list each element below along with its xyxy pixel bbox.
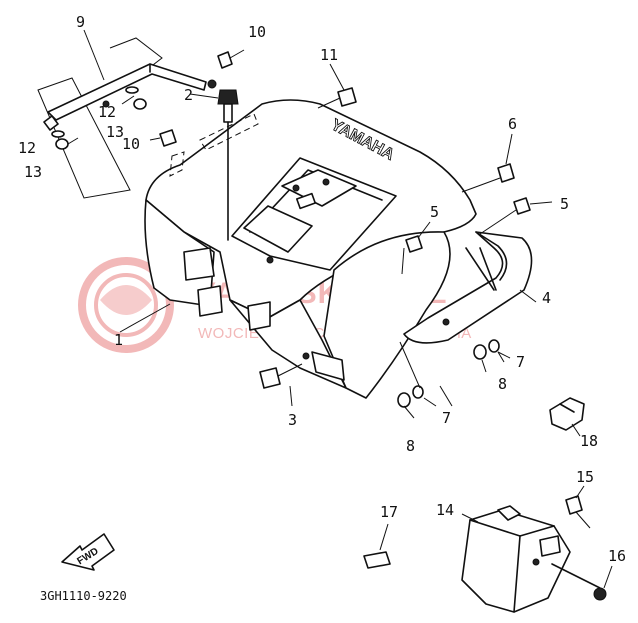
callout-1: 1 [114,331,123,349]
callout-14: 14 [436,501,454,519]
callout-10-upper: 10 [248,23,266,41]
callout-8-right: 8 [498,375,507,393]
callouts: 9 10 11 2 12 13 10 12 13 6 5 5 4 1 7 8 3… [18,13,626,565]
callout-13-lower: 13 [24,163,42,181]
part-15-bolt [565,485,591,529]
part-10-screw-lower [149,129,177,147]
part-9-carrier-brackets [37,37,217,199]
callout-10-lower: 10 [122,135,140,153]
callout-17: 17 [380,503,398,521]
callout-5-right: 5 [560,195,569,213]
callout-3: 3 [288,411,297,429]
callout-6: 6 [508,115,517,133]
part-12-13-hardware-lower [51,130,69,150]
part-5-bolt-right [479,197,553,235]
part-6-bolt [461,133,515,193]
callout-5-center: 5 [430,203,439,221]
callout-2: 2 [184,86,193,104]
callout-9: 9 [76,13,85,31]
part-7-8-nut-right [473,339,511,360]
callout-18: 18 [580,432,598,450]
part-4-fender-extension [403,231,533,344]
part-3-bolt [259,363,303,407]
callout-11: 11 [320,46,338,64]
callout-15: 15 [576,468,594,486]
watermark-logo-icon [78,257,174,353]
part-17-pad [363,523,391,569]
part-5-bolt-center [401,221,431,275]
callout-7-left: 7 [442,409,451,427]
part-10-screw-upper [217,49,245,69]
leader-lines [67,29,537,523]
diagram-part-code: 3GH1110-9220 [40,589,127,603]
part-11-bolt [317,63,357,109]
fwd-arrow-icon: FWD [61,533,115,571]
part-16-nut [593,565,613,601]
part-2-bolt [217,89,239,241]
callout-8-left: 8 [406,437,415,455]
part-18-clip [549,397,585,437]
part-1-rear-fender: YAMAHA [144,99,477,399]
callout-7-right: 7 [516,353,525,371]
part-7-8-nut-left [397,341,437,408]
callout-12-upper: 12 [98,103,116,121]
callout-4: 4 [542,289,551,307]
callout-12-lower: 12 [18,139,36,157]
part-14-battery-box [461,505,601,613]
callout-13-upper: 13 [106,123,124,141]
part-12-13-hardware-upper [121,86,147,110]
callout-16: 16 [608,547,626,565]
